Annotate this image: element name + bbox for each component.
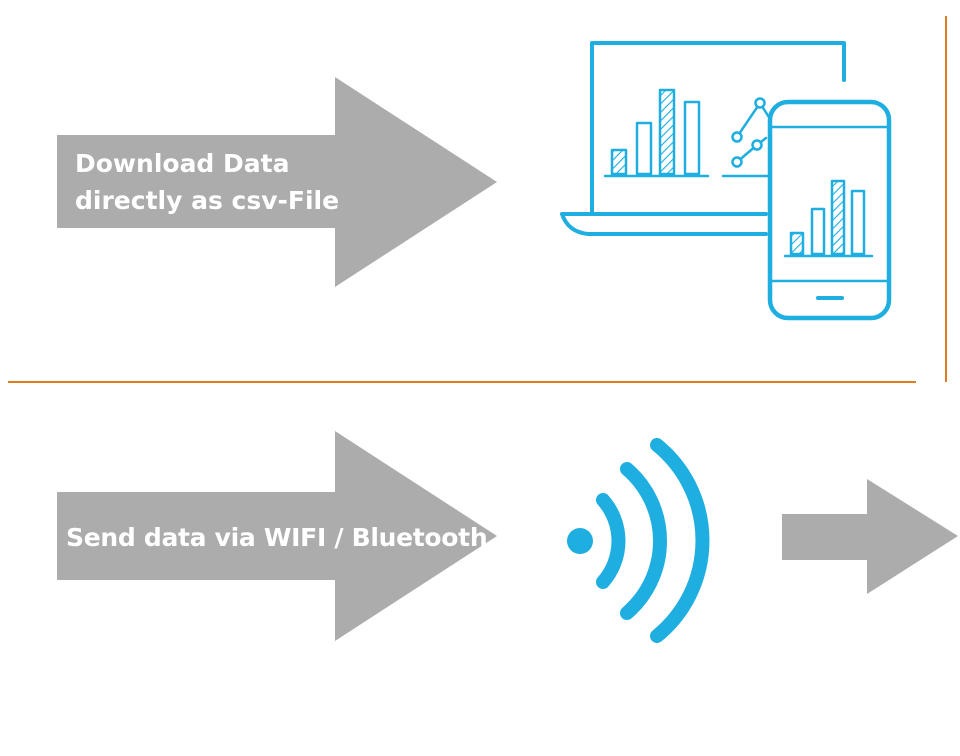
wireless-signal-icon: [567, 438, 710, 643]
download-data-label: Download Data directly as csv-File: [75, 145, 339, 219]
send-arrow: [57, 431, 497, 641]
download-arrow: [57, 77, 497, 287]
next-arrow: [782, 479, 958, 594]
download-label-line-2: directly as csv-File: [75, 186, 340, 215]
send-data-label: Send data via WIFI / Bluetooth: [66, 523, 488, 552]
download-label-line-1: Download Data: [75, 149, 290, 178]
laptop-and-phone-chart-icon: [560, 41, 892, 321]
